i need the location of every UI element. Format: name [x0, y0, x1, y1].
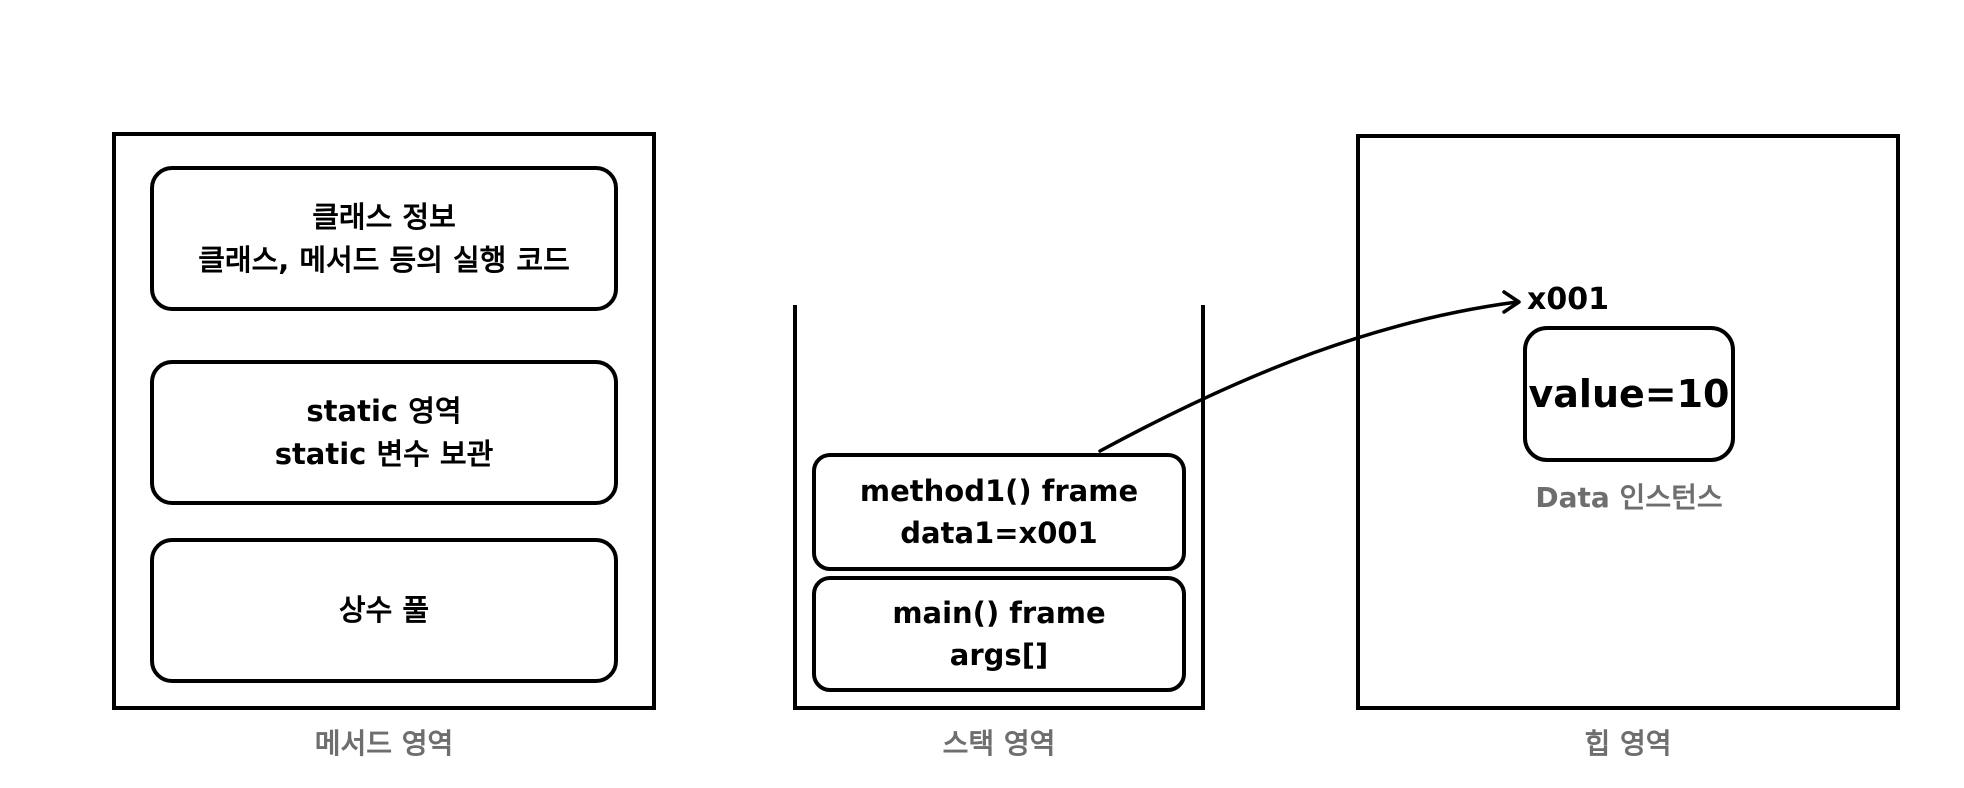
data-instance-box: value=10	[1523, 326, 1735, 462]
constant-pool-title: 상수 풀	[338, 593, 430, 627]
stack-area-container	[793, 305, 1205, 710]
static-area-title: static 영역	[306, 393, 462, 428]
method1-frame-box: method1() frame data1=x001	[812, 453, 1186, 571]
class-info-box: 클래스 정보 클래스, 메서드 등의 실행 코드	[150, 166, 618, 311]
static-area-box: static 영역 static 변수 보관	[150, 360, 618, 505]
data-instance-caption: Data 인스턴스	[1535, 481, 1723, 514]
heap-area-caption: 힙 영역	[1584, 727, 1672, 760]
static-area-desc: static 변수 보관	[274, 436, 494, 471]
method1-frame-title: method1() frame	[859, 474, 1139, 508]
method-area-caption: 메서드 영역	[314, 727, 454, 760]
class-info-desc: 클래스, 메서드 등의 실행 코드	[198, 242, 570, 277]
main-frame-box: main() frame args[]	[812, 576, 1186, 692]
stack-area-caption: 스택 영역	[942, 727, 1056, 760]
main-frame-title: main() frame	[892, 596, 1106, 630]
reference-address-label: x001	[1527, 282, 1609, 317]
data-instance-value: value=10	[1528, 371, 1730, 416]
class-info-title: 클래스 정보	[312, 199, 456, 234]
method1-frame-variable: data1=x001	[900, 516, 1098, 550]
main-frame-variable: args[]	[949, 638, 1049, 672]
constant-pool-box: 상수 풀	[150, 538, 618, 683]
